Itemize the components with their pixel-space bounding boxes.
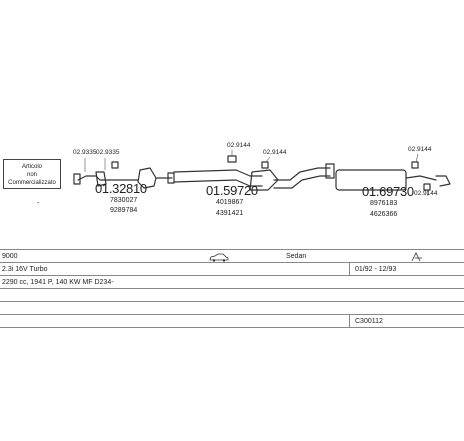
hanger-1	[111, 161, 119, 169]
part-ref-1b: 9289784	[110, 207, 138, 214]
catalog-code-text: C300112	[355, 318, 383, 325]
box-line-3: Commercializzato	[8, 180, 56, 186]
table-rule-3	[0, 275, 464, 276]
pipe-connector	[167, 172, 175, 184]
part-ref-1a: 7830027	[110, 197, 138, 204]
table-cell-divider-1	[349, 262, 350, 275]
rear-muffler	[335, 169, 407, 191]
direction-arrow-icon	[411, 252, 422, 262]
part-label-5: 02.9144	[408, 146, 432, 153]
front-clamp	[95, 171, 107, 187]
table-rule-4	[0, 288, 464, 289]
hanger-4	[411, 161, 419, 169]
front-flange	[73, 173, 81, 185]
part-number-2: 01.59720	[206, 183, 258, 198]
years-text: 01/92 - 12/93	[355, 266, 397, 273]
part-ref-3a: 8976183	[370, 200, 398, 207]
body-type-text: Sedan	[286, 253, 307, 260]
tailpipe	[435, 175, 451, 187]
table-rule-2	[0, 262, 464, 263]
box-line-1: Articolo	[21, 164, 42, 170]
rear-pipe-top	[273, 167, 331, 181]
table-rule-1	[0, 249, 464, 250]
rear-connector	[325, 163, 335, 179]
part-label-6: 02.9144	[414, 190, 438, 197]
car-icon	[209, 253, 229, 262]
table-rule-7	[0, 327, 464, 328]
rear-muffler-outlet	[405, 175, 437, 181]
engine-text: 2.3i 16V Turbo	[2, 266, 48, 273]
hanger-3	[261, 161, 269, 169]
exhaust-drawing	[73, 150, 451, 197]
part-ref-2b: 4391421	[216, 210, 244, 217]
box-line-2: non	[26, 172, 37, 178]
part-number-3: 01.69730	[362, 184, 414, 199]
middle-pipe-top	[173, 169, 263, 177]
catalyst-body	[137, 167, 157, 189]
front-pipe	[77, 175, 107, 181]
part-label-2: 02.9335	[96, 149, 120, 156]
table-rule-5	[0, 301, 464, 302]
spec-text: 2290 cc, 1941 P, 140 KW MF D234-	[2, 279, 114, 286]
hanger-2	[227, 155, 237, 163]
rear-pipe-bottom	[273, 175, 331, 189]
model-text: 9000	[2, 253, 18, 260]
middle-pipe-bottom	[173, 179, 263, 187]
box-dash: -	[37, 200, 40, 207]
part-label-4: 02.9144	[263, 149, 287, 156]
part-label-3: 02.9144	[227, 142, 251, 149]
not-sold-box: Articolo non Commercializzato	[3, 159, 61, 189]
center-muffler	[249, 169, 279, 191]
table-rule-6	[0, 314, 464, 315]
part-ref-3b: 4626366	[370, 211, 398, 218]
table-cell-divider-2	[349, 314, 350, 327]
part-label-1: 02.9335	[73, 149, 97, 156]
part-ref-2a: 4019867	[216, 199, 244, 206]
part-number-1: 01.32810	[95, 181, 147, 196]
